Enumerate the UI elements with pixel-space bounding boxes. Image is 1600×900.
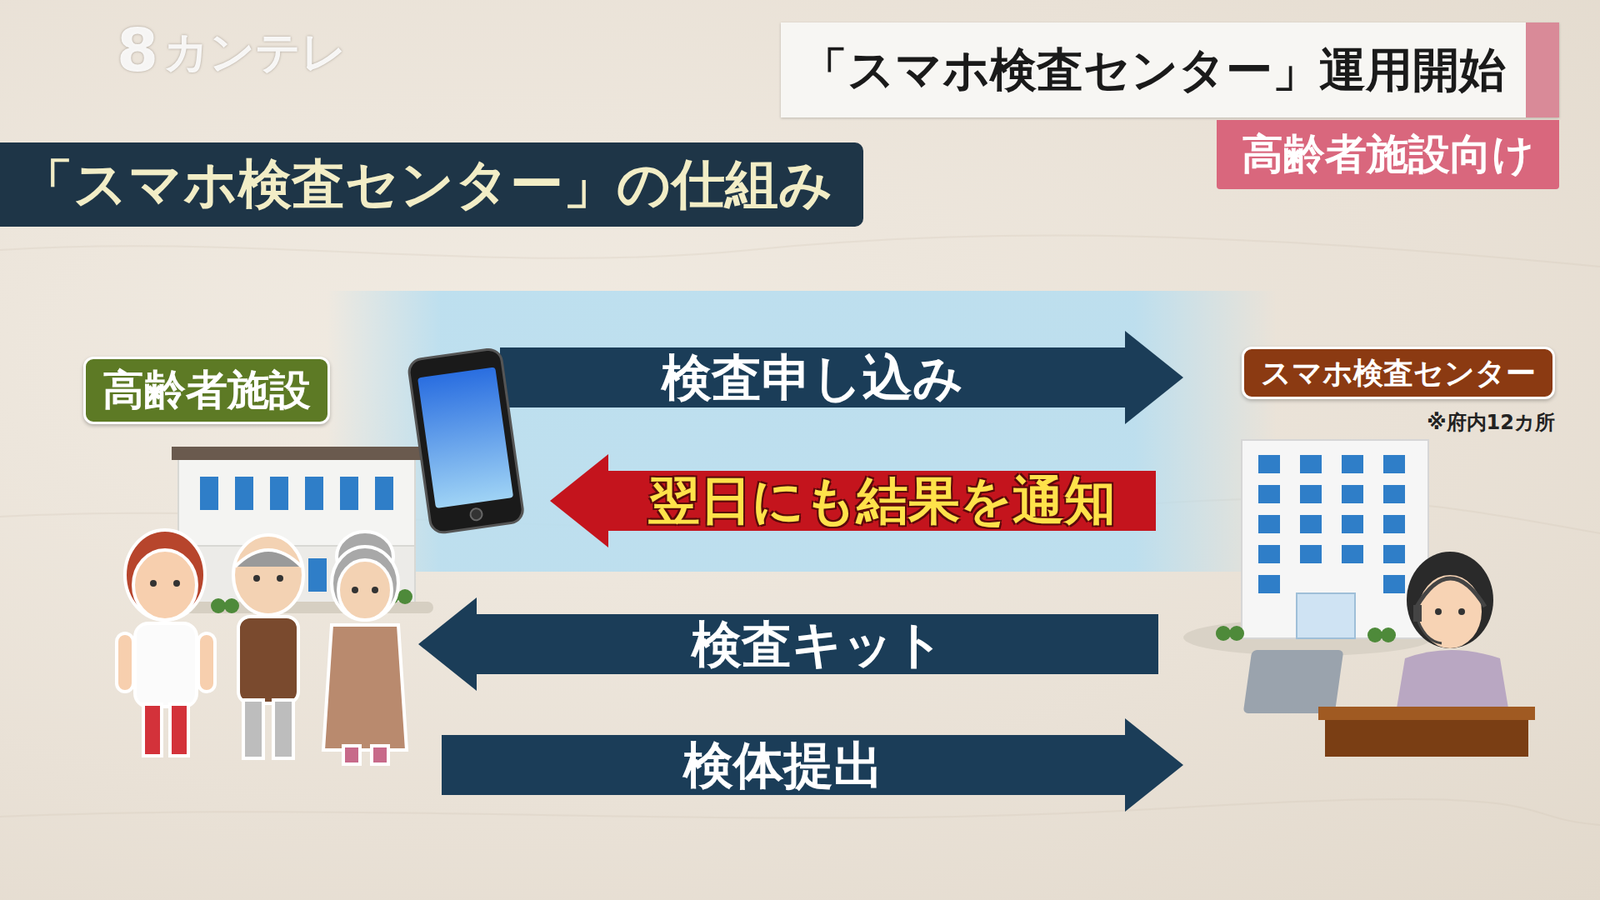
subhead-text: 高齢者施設向け — [1216, 120, 1560, 190]
headline-banner: 「スマホ検査センター」運用開始 — [780, 22, 1560, 118]
footnote: ※府内12カ所 — [1426, 409, 1555, 436]
operator-illustration — [1243, 551, 1535, 757]
paper-texture — [0, 235, 1600, 825]
arrow-label: 検査申し込み — [661, 352, 964, 403]
title-banner: 「スマホ検査センター」の仕組み — [0, 142, 864, 227]
people-illustration — [116, 530, 407, 765]
subhead-badge: 高齢者施設向け — [1216, 120, 1560, 190]
arrow-label: 検体提出 — [683, 740, 884, 790]
node-label-box: スマホ検査センター — [1241, 346, 1555, 400]
block-arrow — [550, 454, 1156, 548]
test-center-building — [1183, 440, 1434, 656]
block-arrow — [500, 330, 1184, 425]
headline-text: 「スマホ検査センター」運用開始 — [780, 22, 1526, 118]
logo-text: カンテレ — [163, 30, 347, 75]
arrow-label: 翌日にも結果を通知 — [648, 475, 1116, 527]
block-arrow — [418, 597, 1159, 691]
node-region: 高齢者施設 — [83, 350, 434, 775]
node-region: スマホ検査センター※府内12カ所 — [1183, 341, 1550, 759]
block-arrow — [441, 718, 1184, 812]
logo-mark: 8 — [116, 20, 159, 80]
node-label-box: 高齢者施設 — [83, 356, 330, 425]
arrow-label: 検査キット — [691, 619, 945, 670]
title-text: 「スマホ検査センター」の仕組み — [0, 142, 864, 227]
glow-band — [326, 290, 1277, 572]
